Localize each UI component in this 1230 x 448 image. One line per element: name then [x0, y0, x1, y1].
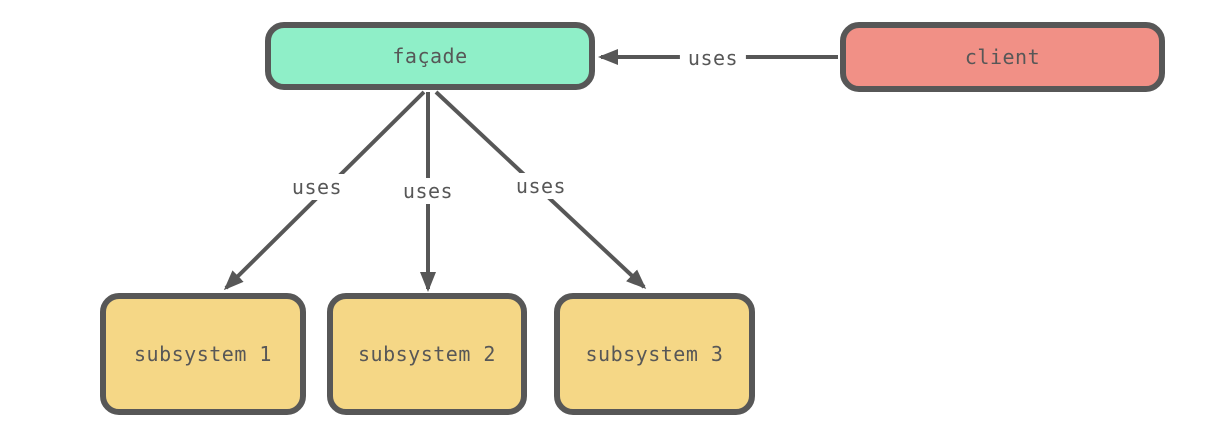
edge-label-facade-uses-subsystem-1: uses — [283, 174, 351, 200]
client-node: client — [840, 22, 1165, 92]
facade-label: façade — [392, 44, 468, 68]
edge-label-facade-uses-subsystem-2: uses — [394, 178, 462, 204]
subsystem-3-node: subsystem 3 — [554, 293, 755, 415]
subsystem-2-label: subsystem 2 — [358, 342, 496, 366]
subsystem-1-label: subsystem 1 — [134, 342, 272, 366]
facade-node: façade — [265, 22, 595, 90]
subsystem-2-node: subsystem 2 — [327, 293, 527, 415]
edge-label-client-uses-facade: uses — [679, 45, 747, 71]
subsystem-3-label: subsystem 3 — [585, 342, 724, 366]
subsystem-1-node: subsystem 1 — [100, 293, 306, 415]
edge-label-facade-uses-subsystem-3: uses — [507, 173, 575, 199]
client-label: client — [964, 45, 1041, 69]
